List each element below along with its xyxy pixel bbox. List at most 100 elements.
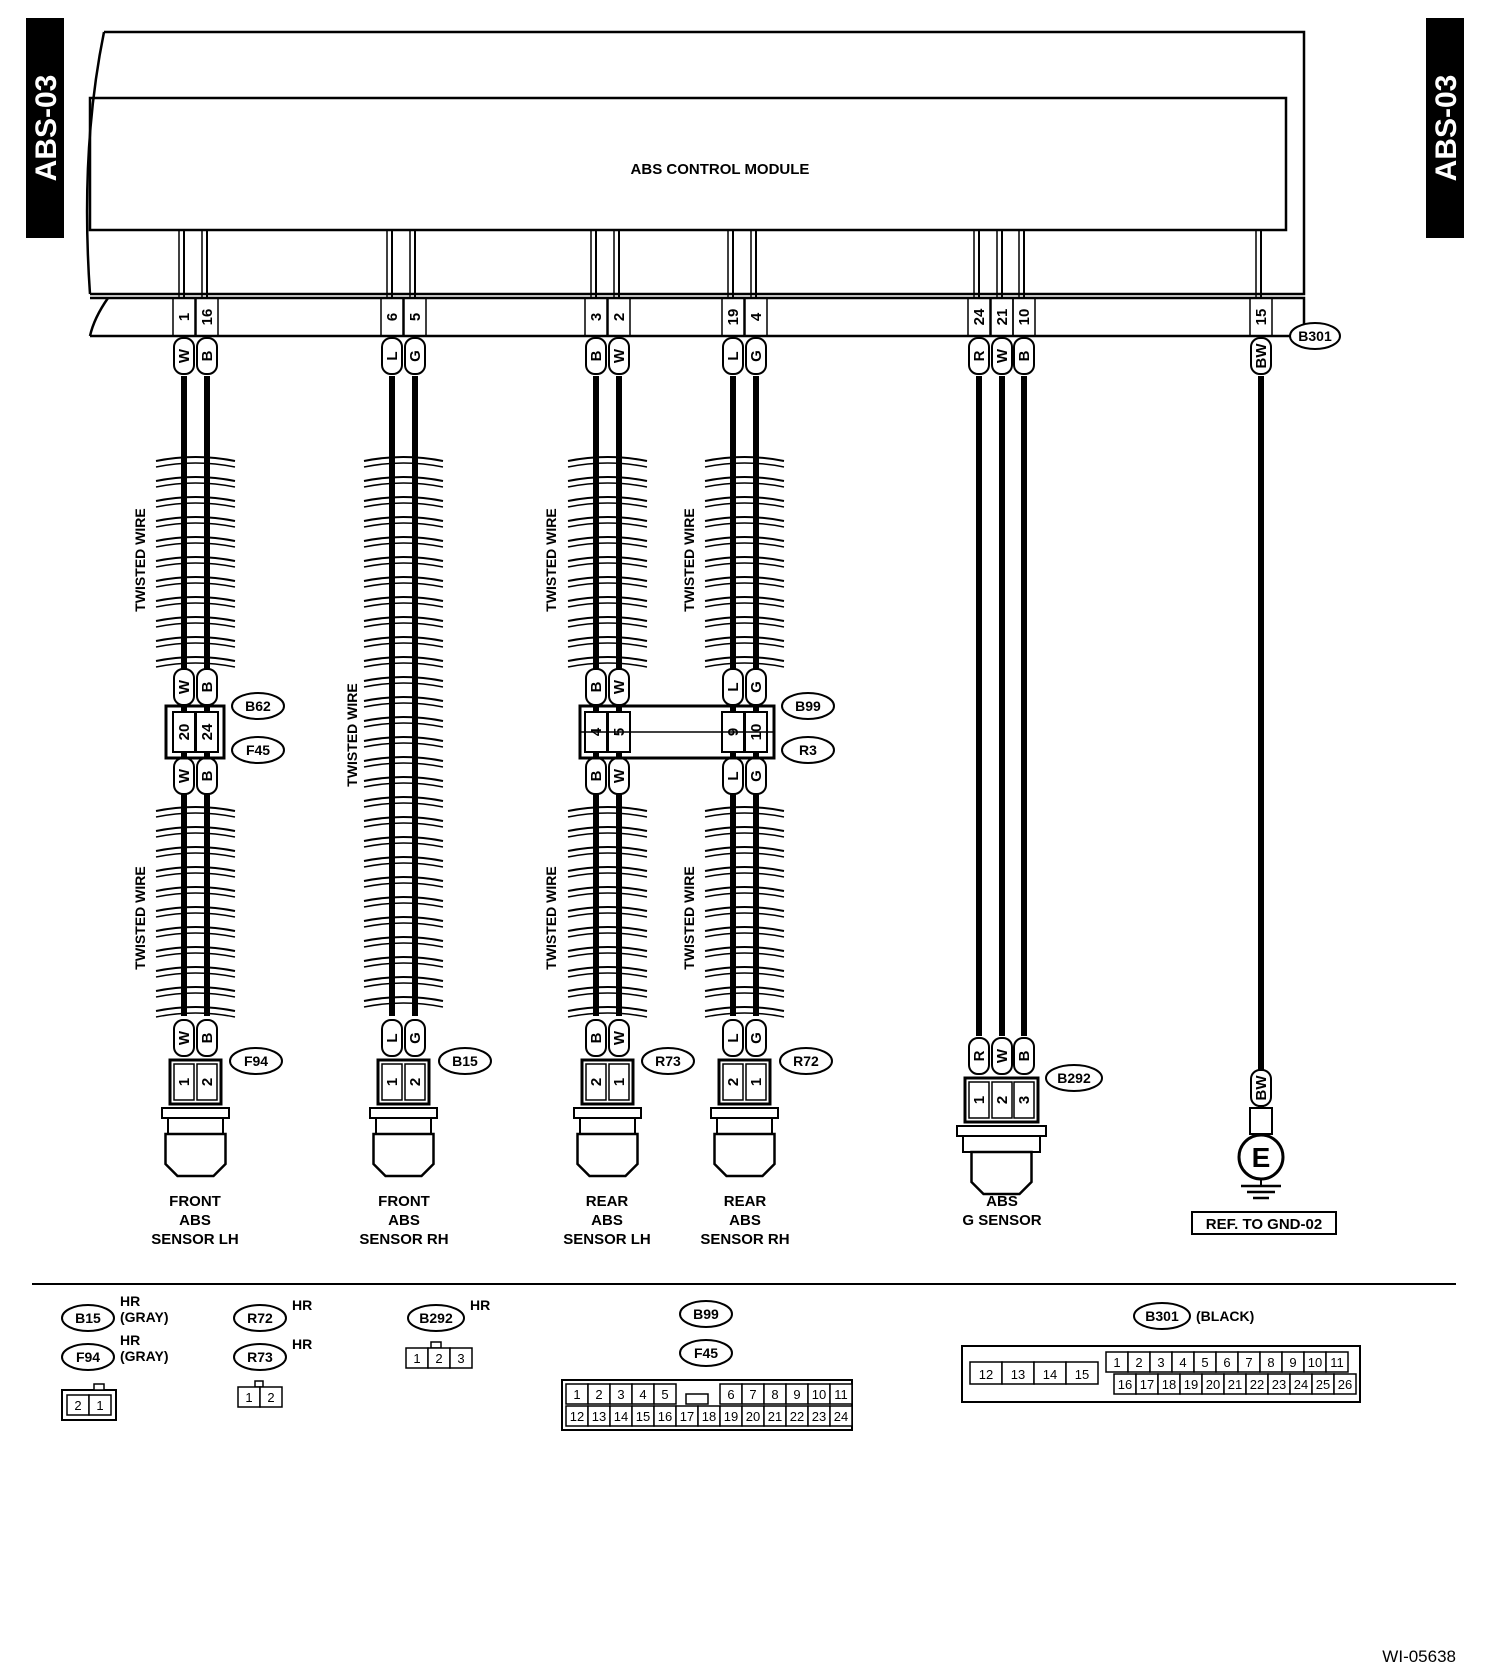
sensor-label-g-sensor-l1: ABS: [986, 1193, 1018, 1210]
connector-tag-b62: B62: [231, 692, 285, 720]
face-cell-number: 9: [1289, 1355, 1296, 1370]
wire-color-tag: W: [991, 1037, 1013, 1075]
face-cell-number: 1: [413, 1351, 420, 1366]
wire-color-tag: L: [381, 337, 403, 375]
twisted-wire-label-3: TWISTED WIRE: [344, 683, 360, 786]
page-tab-right: ABS-03: [1426, 18, 1464, 238]
wire-color-tag: G: [404, 1019, 426, 1057]
face-cell-number: 6: [727, 1387, 734, 1402]
face-cell: [653, 1383, 677, 1405]
wire-color-tag-text: L: [725, 771, 742, 780]
face-cell: [1333, 1373, 1357, 1395]
wire-color-tag-text: B: [588, 681, 605, 692]
face-cell-number: 10: [1308, 1355, 1322, 1370]
sensor-pin-number: 1: [971, 1096, 988, 1104]
inline-pin-cell: [195, 711, 219, 753]
wire-color-tag: L: [722, 1019, 744, 1057]
sensor-pin-cell: [404, 1063, 426, 1101]
face-cell-number: 24: [834, 1409, 848, 1424]
connector-tag-r73: R73: [641, 1047, 695, 1075]
face-cell: [259, 1386, 283, 1408]
legend-r73-hr: HR: [292, 1336, 312, 1352]
face-cell-number: 14: [614, 1409, 628, 1424]
wire-color-tag: G: [745, 337, 767, 375]
twisted-wire-pattern: [704, 456, 785, 668]
wire-color-tag-text: L: [725, 682, 742, 691]
twisted-wire-label-1: TWISTED WIRE: [132, 508, 148, 611]
sensor-label-rear-rh-l1: REAR: [724, 1193, 767, 1210]
connector-tag-b292-text: B292: [1057, 1070, 1091, 1086]
legend-b15: B15 HR (GRAY): [61, 1293, 169, 1332]
face-cell-number: 1: [1113, 1355, 1120, 1370]
module-pin-number: 21: [994, 309, 1011, 326]
wire-color-tag-text: W: [176, 348, 193, 363]
connector-tag-f94: F94: [229, 1047, 283, 1075]
sensor-pin-cell: [991, 1081, 1013, 1119]
inline-connector-housing-b62: [164, 704, 226, 760]
wire-color-tag: W: [608, 337, 630, 375]
wire-color-tag: W: [608, 668, 630, 706]
wire-color-tag-text: R: [971, 350, 988, 361]
page-tab-left: ABS-03: [26, 18, 64, 238]
face-cell-number: 17: [680, 1409, 694, 1424]
sensor-pin-cell: [722, 1063, 744, 1101]
connector-tag-f45: F45: [231, 736, 285, 764]
figure-code: WI-05638: [1382, 1647, 1456, 1666]
wire-color-tag: G: [745, 1019, 767, 1057]
face-cell-number: 26: [1338, 1377, 1352, 1392]
face-cell-number: 25: [1316, 1377, 1330, 1392]
module-title: ABS CONTROL MODULE: [631, 161, 810, 178]
face-cell-number: 14: [1043, 1367, 1057, 1382]
face-cell-number: 12: [979, 1367, 993, 1382]
face-cell-number: 6: [1223, 1355, 1230, 1370]
sensor-label-front-rh-l2: ABS: [388, 1212, 420, 1229]
face-cell: [829, 1383, 853, 1405]
sensor-label-front-lh-l3: SENSOR LH: [151, 1231, 239, 1248]
twisted-wire-label-4: TWISTED WIRE: [543, 508, 559, 611]
face-cell-number: 18: [702, 1409, 716, 1424]
wire-color-tag-text: B: [588, 770, 605, 781]
twisted-wire-pattern: [155, 456, 236, 668]
face-cell-number: 12: [570, 1409, 584, 1424]
legend-b301-name: B301: [1145, 1308, 1179, 1324]
wire-color-tag-text: G: [748, 681, 765, 693]
wire-color-tag: B: [1013, 1037, 1035, 1075]
twisted-wire-label-2: TWISTED WIRE: [132, 866, 148, 969]
face-cell-number: 19: [1184, 1377, 1198, 1392]
sensor-body: [573, 1107, 642, 1178]
wire-color-tag-text: L: [725, 1033, 742, 1042]
wire-color-tag: W: [173, 668, 195, 706]
face-cell-number: 1: [245, 1390, 252, 1405]
face-cell-number: 7: [1245, 1355, 1252, 1370]
face-cell: [1325, 1351, 1349, 1373]
module-pin-number: 15: [1253, 309, 1270, 326]
wire-color-tag-text: G: [748, 350, 765, 362]
ground-reference-box: REF. TO GND-02: [1191, 1211, 1337, 1235]
wire-color-tag-text: B: [199, 350, 216, 361]
face-cell-number: 23: [812, 1409, 826, 1424]
wire-color-tag-text: W: [176, 1030, 193, 1045]
wire-color-tag-text: BW: [1253, 343, 1270, 369]
face-cell-number: 22: [790, 1409, 804, 1424]
sensor-label-front-lh-l1: FRONT: [169, 1193, 221, 1210]
wire-color-tag: G: [745, 757, 767, 795]
face-cell-number: 21: [768, 1409, 782, 1424]
connector-tag-b292: B292: [1045, 1064, 1103, 1092]
legend-f94: F94 HR (GRAY): [61, 1332, 169, 1371]
sensor-pin-number: 2: [407, 1078, 424, 1086]
face-cell-number: 3: [457, 1351, 464, 1366]
legend-r72: R72 HR: [233, 1297, 312, 1332]
face-cell: [1065, 1361, 1099, 1385]
face-cell-number: 2: [1135, 1355, 1142, 1370]
wire-color-tag: W: [608, 1019, 630, 1057]
face-key: [685, 1393, 709, 1405]
sensor-label-front-rh-l3: SENSOR RH: [359, 1231, 448, 1248]
connector-tag-b301: B301: [1289, 322, 1341, 350]
legend-f45: F45: [679, 1339, 733, 1367]
legend-b292-name: B292: [419, 1310, 453, 1326]
connector-tag-r72: R72: [779, 1047, 833, 1075]
face-cell-number: 1: [573, 1387, 580, 1402]
face-cell-number: 17: [1140, 1377, 1154, 1392]
